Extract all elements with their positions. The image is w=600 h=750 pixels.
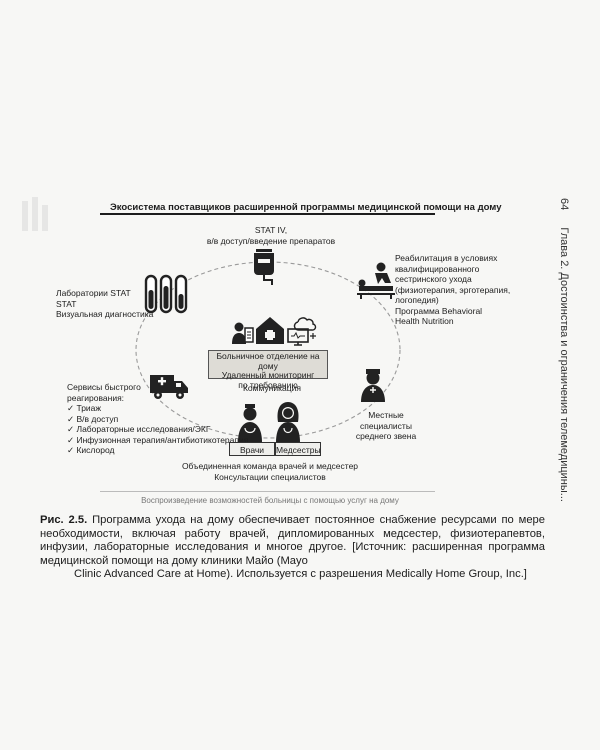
figure-title: Экосистема поставщиков расширенной прогр…	[110, 202, 502, 213]
nurse-icon	[276, 402, 300, 442]
list-item: Триаж	[67, 403, 248, 414]
local-nurses-line: специалисты	[360, 420, 412, 431]
local-nurses-label: Местные специалисты среднего звена	[346, 410, 426, 442]
page-number: 64	[558, 198, 570, 211]
stat-iv-label: STAT IV, в/в доступ/введение препаратов	[196, 225, 346, 246]
local-nurses-line: среднего звена	[355, 431, 417, 441]
labs-line: Визуальная диагностика	[56, 309, 154, 319]
rehab-line: сестринского ухода	[395, 274, 472, 284]
dashed-ring	[135, 261, 401, 439]
rehab-line: Health Nutrition	[395, 316, 454, 326]
ambulance-icon	[150, 375, 188, 399]
team-caption: Объединенная команда врачей и медсестер …	[170, 461, 370, 482]
title-rule	[100, 213, 435, 215]
rehab-line: Программа Behavioral	[395, 305, 483, 316]
rehab-therapist-icon	[357, 262, 395, 299]
hospital-at-home-hub: Больничное отделение на дому Удаленный м…	[208, 350, 328, 389]
rehab-line: (физиотерапия, эрготерапия,	[395, 284, 511, 295]
stat-iv-line: в/в доступ/введение препаратов	[206, 235, 336, 246]
nurses-box: Медсестры	[275, 442, 321, 456]
doctors-box: Врачи	[229, 442, 275, 456]
chapter-title: Глава 2. Достоинства и ограничения телем…	[558, 227, 570, 502]
list-item: Инфузионная терапия/антибиотикотерапия	[67, 435, 248, 446]
iv-bag-icon	[254, 249, 274, 285]
caption-last-line: Clinic Advanced Care at Home). Используе…	[74, 568, 527, 581]
labs-line: Лаборатории STAT	[56, 288, 131, 298]
home-medical-icon	[256, 317, 284, 344]
emergency-list: Триаж В/в доступ Лабораторные исследован…	[67, 403, 248, 456]
hub-line: Больничное отделение на дому	[216, 351, 320, 371]
faint-margin-mark	[22, 197, 48, 231]
patient-icon	[232, 322, 254, 344]
rehab-line: квалифицированного	[395, 263, 480, 274]
emergency-title-line: реагирования:	[67, 392, 125, 403]
bottom-rule	[100, 491, 435, 492]
figure-caption: Рис. 2.5. Программа ухода на дому обеспе…	[40, 514, 545, 582]
list-item: Лабораторные исследования/ЭКГ	[67, 424, 248, 435]
labs-line: STAT	[56, 298, 77, 309]
running-head: 64 Глава 2. Достоинства и ограничения те…	[548, 198, 570, 502]
hub-line: по требованию	[238, 379, 298, 390]
labs-label: Лаборатории STAT STAT Визуальная диагнос…	[56, 288, 153, 320]
list-item: В/в доступ	[67, 414, 248, 425]
rehab-line: логопедия)	[395, 295, 439, 305]
stat-iv-line: STAT IV,	[254, 225, 288, 235]
team-caption-line: Объединенная команда врачей и медсестер	[181, 461, 359, 471]
list-item: Кислород	[67, 445, 248, 456]
emergency-services: Сервисы быстрого реагирования: Триаж В/в…	[67, 382, 248, 456]
rehab-line: Реабилитация в условиях	[395, 253, 498, 263]
communication-label: Коммуникация	[242, 383, 301, 393]
diagram-subcaption: Воспроизведение возможностей больницы с …	[141, 496, 399, 505]
local-nurse-icon	[361, 369, 385, 402]
rehab-label: Реабилитация в условиях квалифицированно…	[395, 253, 510, 327]
team-caption-line: Консультации специалистов	[214, 471, 326, 482]
local-nurses-line: Местные	[368, 410, 404, 420]
emergency-title-line: Сервисы быстрого	[67, 382, 141, 392]
test-tubes-icon	[144, 274, 188, 314]
caption-label: Рис. 2.5.	[40, 514, 88, 526]
hub-line: Удаленный мониторинг	[221, 370, 315, 380]
caption-text: Программа ухода на дому обеспечивает пос…	[40, 514, 545, 567]
remote-monitoring-icon	[287, 317, 317, 346]
